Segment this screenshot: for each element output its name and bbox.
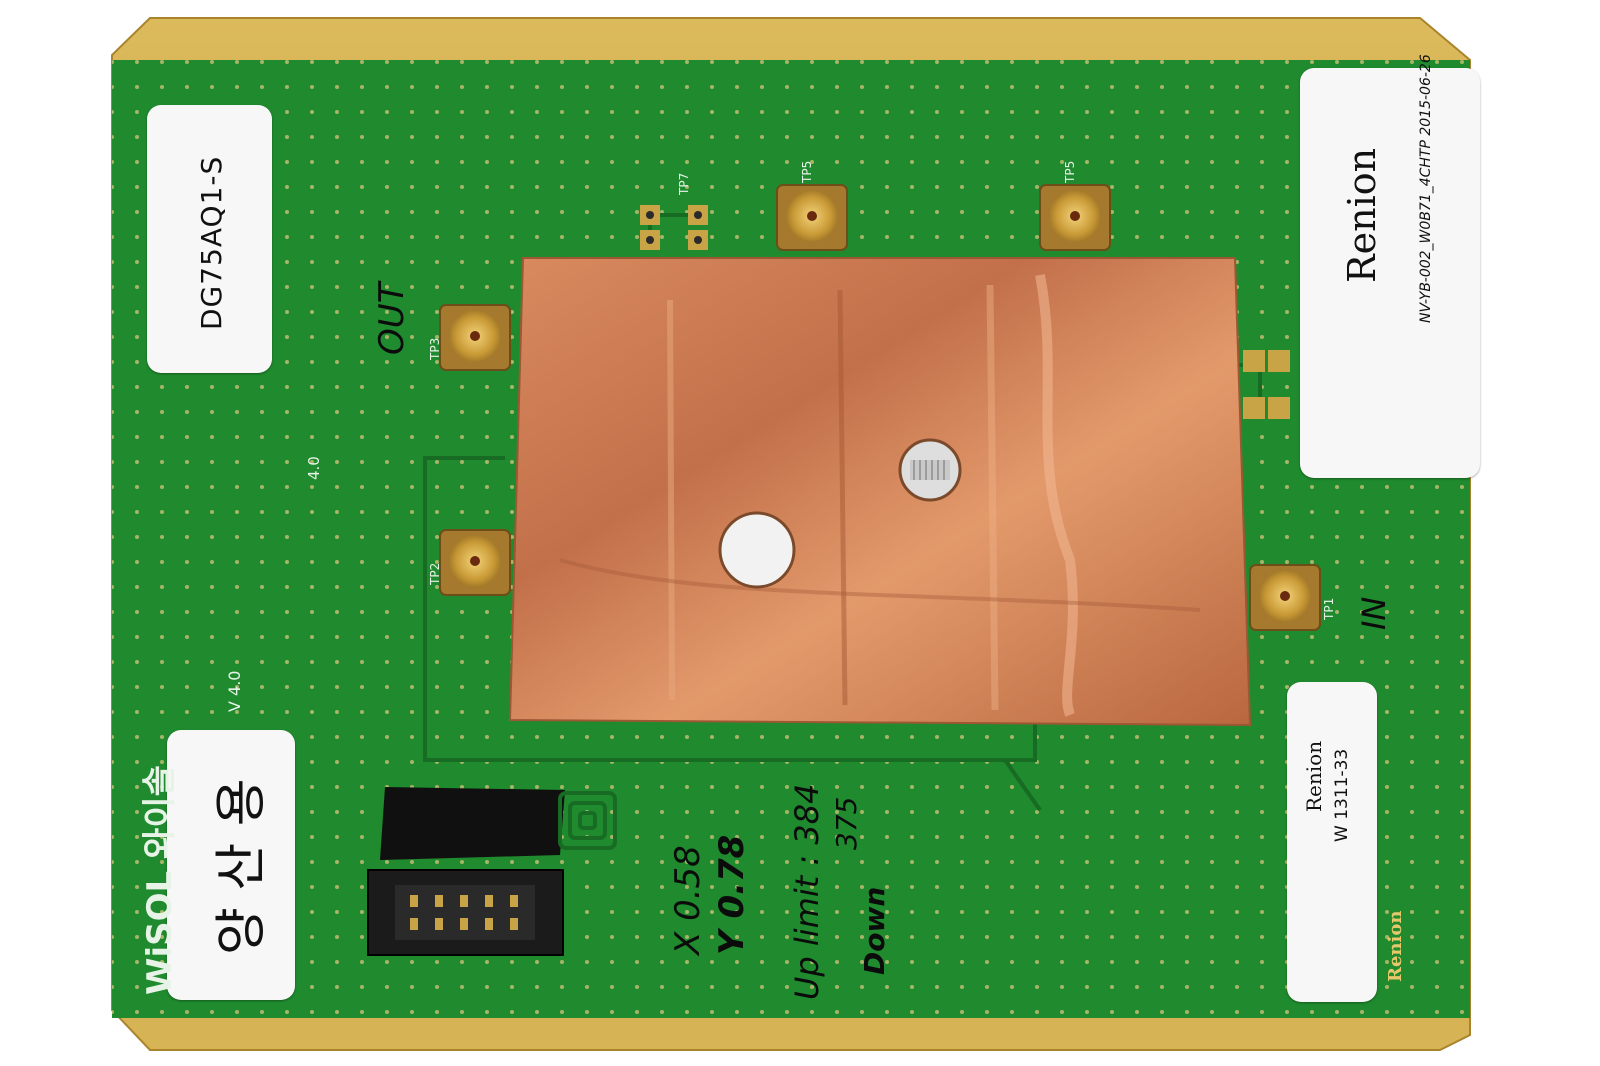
tp5a-label: TP5 — [800, 160, 814, 183]
sma-connector-tp1 — [1249, 564, 1321, 631]
renion-bottom-lot: W 1311-33 — [1332, 748, 1352, 842]
version-rev-label: V 4.0 — [225, 670, 244, 712]
sma-connector-tp2 — [439, 529, 511, 596]
handwriting-y-value: Y 0.78 — [712, 834, 752, 955]
tp3-label: TP3 — [428, 337, 442, 360]
handwriting-in: IN — [1355, 596, 1393, 630]
handwriting-375: 375 — [830, 796, 863, 850]
sma-connector-tp5a — [776, 184, 848, 251]
part-number-sticker: DG75AQ1-S — [147, 105, 272, 373]
renion-bottom-brand-print: Renion — [1385, 910, 1406, 982]
tp7-pads — [640, 205, 708, 250]
sma-connector-tp3 — [439, 304, 511, 371]
handwriting-x-value: X 0.58 — [668, 845, 708, 955]
korean-sticker: 양 산 용 — [167, 730, 295, 1000]
part-number-text: DG75AQ1-S — [195, 155, 228, 330]
version-top-label: 4.0 — [305, 456, 323, 480]
tp1-label: TP1 — [1322, 597, 1336, 620]
sma-connector-tp5b — [1039, 184, 1111, 251]
renion-top-sticker: Renion NV-YB-002_W0B71_4CHTP 2015-06-26 — [1300, 54, 1480, 478]
pin-header-connector — [367, 869, 564, 956]
renion-bottom-brand: Renion — [1302, 740, 1326, 812]
handwriting-down: Down — [858, 886, 891, 975]
tp2-label: TP2 — [428, 562, 442, 585]
handwriting-up-limit: Up limit : 384 — [788, 783, 826, 1001]
korean-sticker-text: 양 산 용 — [212, 778, 272, 955]
handwriting-out: OUT — [372, 282, 412, 355]
wisol-logo: WiSOL 와이솔 — [140, 765, 180, 995]
tp7-label: TP7 — [677, 172, 691, 195]
black-tape — [380, 787, 565, 860]
renion-bottom-sticker: Renion W 1311-33 Renion — [1287, 682, 1406, 1002]
renion-top-brand: Renion — [1340, 147, 1384, 283]
copper-tape-shield — [508, 257, 1252, 727]
spiral-trace — [558, 791, 617, 850]
right-pads — [1243, 350, 1290, 419]
renion-top-code: NV-YB-002_W0B71_4CHTP 2015-06-26 — [1418, 54, 1434, 323]
tp5b-label: TP5 — [1063, 160, 1077, 183]
